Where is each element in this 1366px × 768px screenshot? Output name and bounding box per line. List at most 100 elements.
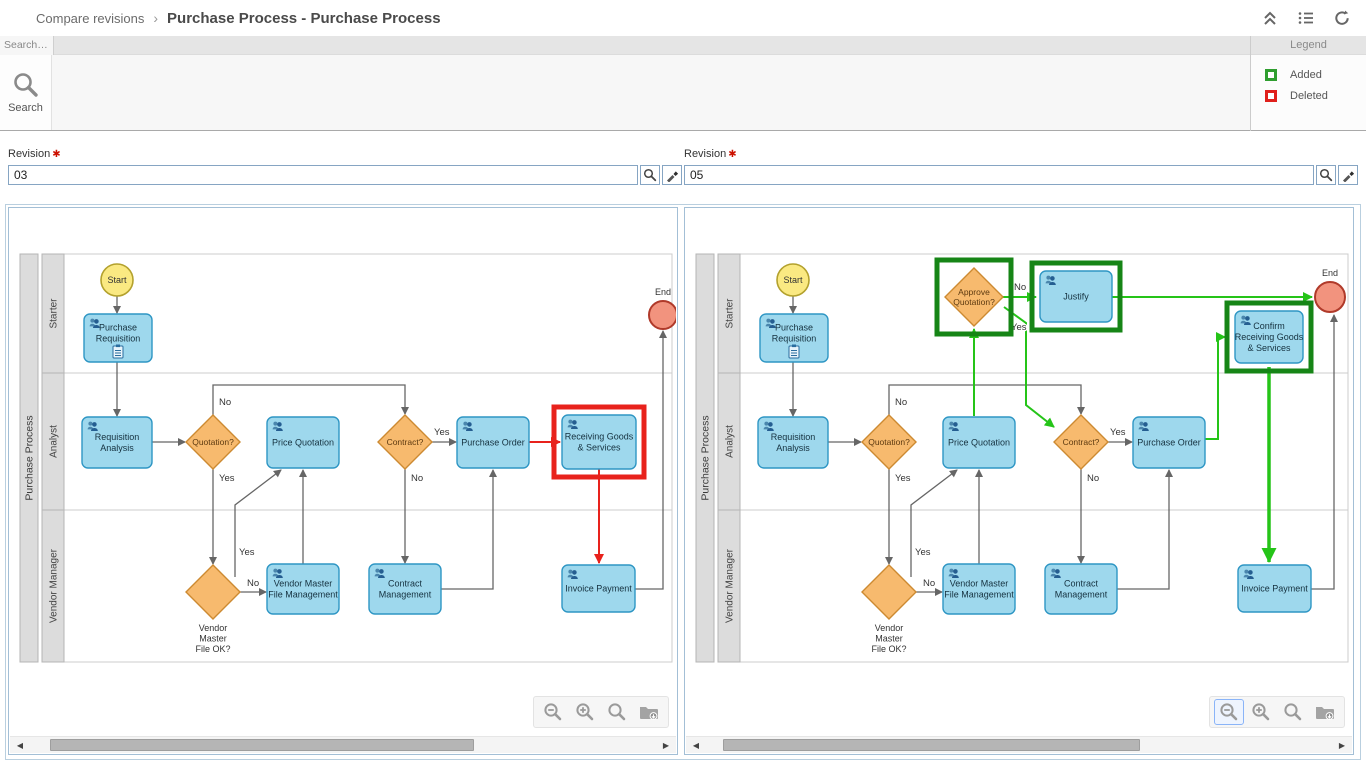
scroll-left-icon[interactable]: ◀ bbox=[16, 740, 24, 750]
scroll-right-icon[interactable]: ▶ bbox=[662, 740, 670, 750]
export-icon[interactable] bbox=[1310, 699, 1340, 725]
person-icon bbox=[462, 421, 473, 431]
person-icon bbox=[1243, 569, 1254, 579]
svg-text:Purchase Process: Purchase Process bbox=[24, 415, 36, 500]
tab-search[interactable]: Search f... bbox=[0, 36, 54, 55]
contract-gateway-node[interactable]: Contract? bbox=[377, 414, 433, 470]
zoom-search-icon[interactable] bbox=[602, 699, 632, 725]
zoom-search-icon[interactable] bbox=[1278, 699, 1308, 725]
flow-edge bbox=[1003, 306, 1055, 428]
purchase-order-node[interactable]: Purchase Order bbox=[456, 416, 530, 469]
scroll-left-icon[interactable]: ◀ bbox=[692, 740, 700, 750]
breadcrumb[interactable]: Compare revisions bbox=[36, 10, 145, 26]
price-quotation-node[interactable]: Price Quotation bbox=[266, 416, 340, 469]
magnifier-icon bbox=[1319, 168, 1333, 182]
svg-text:Price Quotation: Price Quotation bbox=[272, 438, 334, 448]
person-icon bbox=[374, 568, 385, 578]
contract-gateway-node[interactable]: Contract? bbox=[1053, 414, 1109, 470]
legend-title: Legend bbox=[1251, 36, 1366, 55]
svg-text:Contract?: Contract? bbox=[1063, 437, 1100, 447]
end-node[interactable]: End bbox=[1314, 268, 1346, 313]
svg-text:No: No bbox=[219, 397, 231, 408]
search-button[interactable]: Search bbox=[0, 55, 52, 130]
horizontal-scrollbar-left[interactable]: ◀ ▶ bbox=[10, 736, 676, 753]
receiving-goods-services-node[interactable]: Receiving Goods& Services bbox=[551, 404, 647, 480]
svg-text:Quotation?: Quotation? bbox=[192, 437, 234, 447]
person-icon bbox=[567, 569, 578, 579]
revision-search-button-left[interactable] bbox=[640, 165, 660, 185]
horizontal-scrollbar-right[interactable]: ◀ ▶ bbox=[686, 736, 1352, 753]
revision-search-button-right[interactable] bbox=[1316, 165, 1336, 185]
zoom-in-icon[interactable] bbox=[1246, 699, 1276, 725]
invoice-payment-node[interactable]: Invoice Payment bbox=[561, 564, 636, 613]
end-node[interactable]: End bbox=[648, 287, 676, 330]
price-quotation-node[interactable]: Price Quotation bbox=[942, 416, 1016, 469]
svg-text:Receiving Goods& Services: Receiving Goods& Services bbox=[565, 432, 634, 453]
svg-text:Yes: Yes bbox=[239, 547, 255, 558]
svg-text:Starter: Starter bbox=[725, 298, 736, 329]
legend-deleted-label: Deleted bbox=[1290, 90, 1328, 102]
svg-text:Analyst: Analyst bbox=[49, 425, 60, 458]
revision-input-right[interactable] bbox=[684, 165, 1314, 185]
scrollbar-thumb[interactable] bbox=[723, 739, 1140, 751]
revision-clear-button-left[interactable] bbox=[662, 165, 682, 185]
collapse-icon[interactable] bbox=[1260, 8, 1280, 28]
svg-text:Yes: Yes bbox=[915, 547, 931, 558]
justify-node[interactable]: Justify bbox=[1029, 260, 1123, 333]
zoom-out-icon[interactable] bbox=[538, 699, 568, 725]
pool-purchase-process: Purchase Process bbox=[695, 253, 715, 663]
pool-purchase-process: Purchase Process bbox=[19, 253, 39, 663]
scroll-right-icon[interactable]: ▶ bbox=[1338, 740, 1346, 750]
svg-text:Contract?: Contract? bbox=[387, 437, 424, 447]
svg-text:Vendor Manager: Vendor Manager bbox=[49, 548, 60, 623]
revision-clear-button-right[interactable] bbox=[1338, 165, 1358, 185]
revision-row: Revision✱ Revision✱ bbox=[0, 131, 1366, 204]
flow-edge bbox=[635, 330, 667, 590]
zoom-toolbar-right bbox=[1209, 696, 1345, 728]
zoom-out-icon[interactable] bbox=[1214, 699, 1244, 725]
start-node[interactable]: Start bbox=[776, 263, 810, 297]
svg-text:Justify: Justify bbox=[1063, 292, 1089, 302]
svg-text:Yes: Yes bbox=[434, 427, 450, 438]
quotation-gateway-node[interactable]: Quotation? bbox=[185, 414, 241, 470]
zoom-in-icon[interactable] bbox=[570, 699, 600, 725]
refresh-icon[interactable] bbox=[1332, 8, 1352, 28]
person-icon bbox=[1050, 568, 1061, 578]
zoom-toolbar-left bbox=[533, 696, 669, 728]
svg-text:No: No bbox=[247, 578, 259, 589]
flow-edge bbox=[1205, 332, 1226, 440]
export-icon[interactable] bbox=[634, 699, 664, 725]
purchase-order-node[interactable]: Purchase Order bbox=[1132, 416, 1206, 469]
revision-input-left[interactable] bbox=[8, 165, 638, 185]
quotation-gateway-node[interactable]: Quotation? bbox=[861, 414, 917, 470]
svg-text:No: No bbox=[923, 578, 935, 589]
svg-text:Yes: Yes bbox=[1011, 322, 1027, 333]
list-icon[interactable] bbox=[1296, 8, 1316, 28]
breadcrumb-separator: › bbox=[153, 10, 159, 26]
invoice-payment-node[interactable]: Invoice Payment bbox=[1237, 564, 1312, 613]
start-node[interactable]: Start bbox=[100, 263, 134, 297]
person-icon bbox=[89, 318, 100, 328]
flow-edge bbox=[888, 384, 1085, 415]
svg-text:Quotation?: Quotation? bbox=[868, 437, 910, 447]
scrollbar-thumb[interactable] bbox=[50, 739, 474, 751]
